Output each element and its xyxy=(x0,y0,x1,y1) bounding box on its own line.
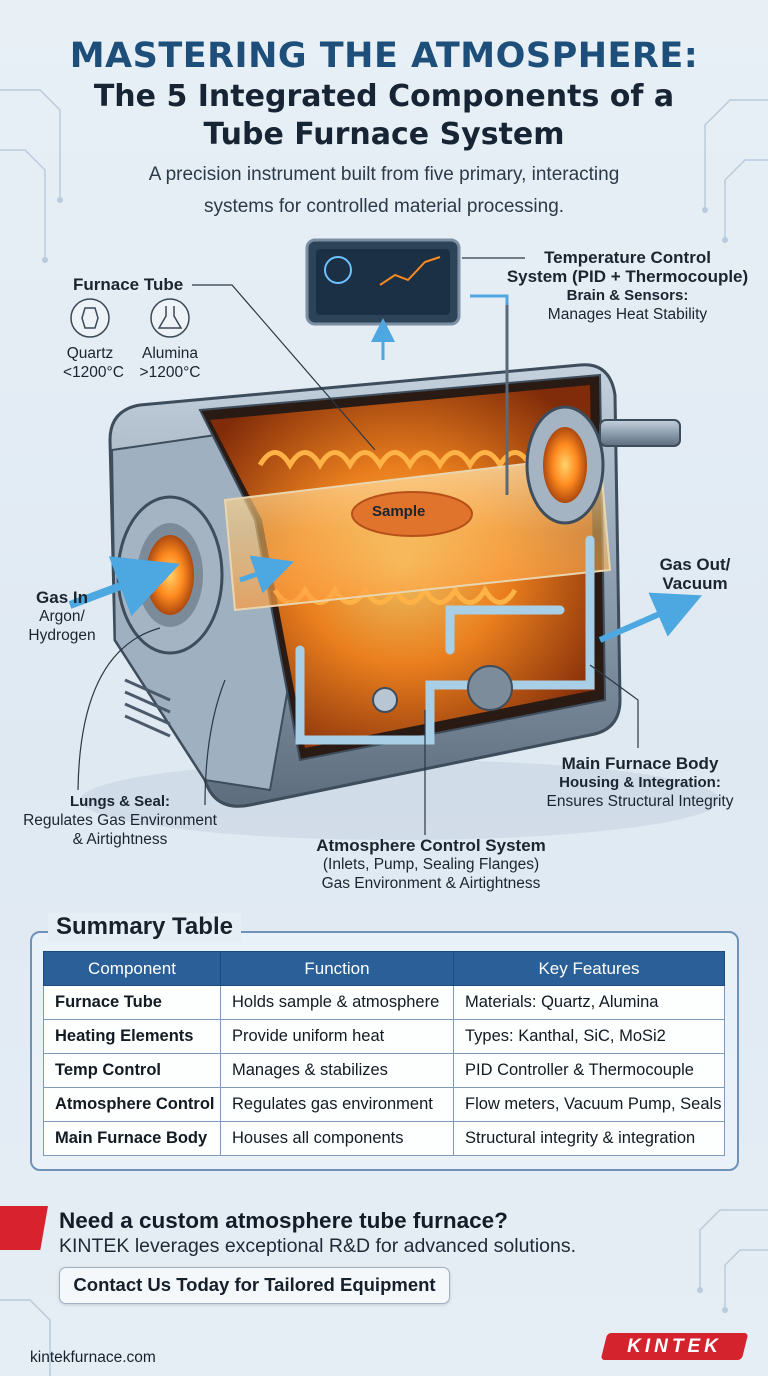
table-cell: Temp Control xyxy=(43,1053,221,1088)
summary-table: Component Function Key Features Furnace … xyxy=(43,951,725,1156)
column-header-key-features: Key Features xyxy=(453,951,725,986)
table-cell: Main Furnace Body xyxy=(43,1121,221,1156)
gas-out-label: Gas Out/ Vacuum xyxy=(659,555,731,593)
alumina-icon xyxy=(150,298,190,338)
main-body-label: Main Furnace Body Housing & Integration:… xyxy=(546,754,734,810)
lungs-seal-label: Lungs & Seal: Regulates Gas Environment … xyxy=(23,793,217,848)
furnace-tube-label: Furnace Tube xyxy=(73,275,184,294)
table-cell: Houses all components xyxy=(220,1121,454,1156)
contact-us-button[interactable]: Contact Us Today for Tailored Equipment xyxy=(59,1267,450,1304)
table-cell: Provide uniform heat xyxy=(220,1019,454,1054)
table-header-row: Component Function Key Features xyxy=(43,951,725,986)
sample-label: Sample xyxy=(372,503,426,520)
table-cell: Materials: Quartz, Alumina xyxy=(453,985,725,1020)
column-header-component: Component xyxy=(43,951,221,986)
intro-line2: systems for controlled material processi… xyxy=(203,196,565,217)
table-cell: Types: Kanthal, SiC, MoSi2 xyxy=(453,1019,725,1054)
summary-title: Summary Table xyxy=(48,913,241,941)
quartz-label: Quartz <1200°C xyxy=(63,345,124,381)
table-cell: PID Controller & Thermocouple xyxy=(453,1053,725,1088)
table-cell: Regulates gas environment xyxy=(220,1087,454,1122)
table-row: Furnace Tube Holds sample & atmosphere M… xyxy=(43,985,725,1020)
table-cell: Holds sample & atmosphere xyxy=(220,985,454,1020)
cta-accent-bar xyxy=(0,1206,48,1250)
table-cell: Flow meters, Vacuum Pump, Seals xyxy=(453,1087,725,1122)
table-cell: Atmosphere Control xyxy=(43,1087,221,1122)
quartz-icon xyxy=(70,298,110,338)
intro-line1: A precision instrument built from five p… xyxy=(148,164,620,185)
page-title: MASTERING THE ATMOSPHERE: xyxy=(69,36,699,76)
kintek-logo: KINTEK xyxy=(600,1333,749,1360)
table-cell: Heating Elements xyxy=(43,1019,221,1054)
gas-in-label: Gas In Argon/ Hydrogen xyxy=(28,588,96,644)
table-cell: Furnace Tube xyxy=(43,985,221,1020)
website-link[interactable]: kintekfurnace.com xyxy=(30,1349,156,1366)
table-row: Temp Control Manages & stabilizes PID Co… xyxy=(43,1053,725,1088)
page-subtitle-line2: Tube Furnace System xyxy=(203,117,565,152)
header: MASTERING THE ATMOSPHERE: The 5 Integrat… xyxy=(0,34,768,218)
table-cell: Manages & stabilizes xyxy=(220,1053,454,1088)
furnace-illustration xyxy=(68,238,720,840)
table-row: Atmosphere Control Regulates gas environ… xyxy=(43,1087,725,1122)
column-header-function: Function xyxy=(220,951,454,986)
cta-text: KINTEK leverages exceptional R&D for adv… xyxy=(59,1235,577,1257)
temp-control-label: Temperature Control System (PID + Thermo… xyxy=(506,248,749,323)
table-cell: Structural integrity & integration xyxy=(453,1121,725,1156)
cta-question: Need a custom atmosphere tube furnace? xyxy=(59,1208,508,1233)
table-row: Main Furnace Body Houses all components … xyxy=(43,1121,725,1156)
table-row: Heating Elements Provide uniform heat Ty… xyxy=(43,1019,725,1054)
page-subtitle-line1: The 5 Integrated Components of a xyxy=(93,79,675,114)
atmosphere-control-label: Atmosphere Control System (Inlets, Pump,… xyxy=(316,836,546,892)
alumina-label: Alumina >1200°C xyxy=(139,345,201,381)
